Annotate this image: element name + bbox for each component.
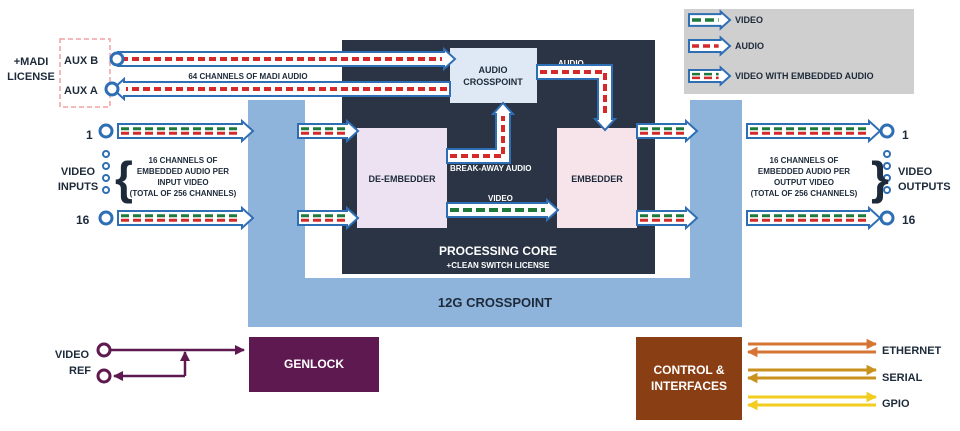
genlock-block [249,337,379,392]
input-1-connector [98,123,114,139]
input-dot-1 [102,150,110,158]
embedder-label: EMBEDDER [571,174,623,184]
madi-license-label-1: +MADI [14,56,49,68]
control-label-1: CONTROL & [653,363,724,377]
legend-embedded-label: VIDEO WITH EMBEDDED AUDIO [735,71,874,81]
ethernet-label: ETHERNET [882,345,942,357]
clean-switch-license-label: +CLEAN SWITCH LICENSE [447,261,551,270]
input-note-3: INPUT VIDEO [157,178,208,187]
de-embedder-label: DE-EMBEDDER [368,174,436,184]
output-dot-4 [883,186,891,194]
output-note-2: EMBEDDED AUDIO PER [758,167,850,176]
audio-crosspoint-block [450,48,537,103]
break-away-audio-arrow [446,101,516,164]
input-note-1: 16 CHANNELS OF [149,156,218,165]
input-16-label: 16 [76,213,90,227]
video-outputs-label-2: OUTPUTS [898,181,951,193]
input-1-label: 1 [86,128,93,142]
input-note-2: EMBEDDED AUDIO PER [137,167,229,176]
legend-audio-arrow [688,35,732,57]
output-brace: } [871,152,889,204]
output-note-4: (TOTAL OF 256 CHANNELS) [751,189,858,198]
output-dot-2 [883,162,891,170]
gpio-label: GPIO [882,398,910,410]
input-note-4: (TOTAL OF 256 CHANNELS) [130,189,237,198]
control-interfaces-block [636,337,742,420]
output-1-arrow [746,118,882,144]
output-16-label: 16 [902,213,916,227]
aux-b-connector [109,51,125,67]
break-away-audio-label: BREAK-AWAY AUDIO [450,164,532,173]
ref-connector-bottom [96,368,112,384]
audio-crosspoint-label-1: AUDIO [479,65,508,75]
output-1-label: 1 [902,128,909,142]
aux-b-label: AUX B [64,55,98,67]
output-note-1: 16 CHANNELS OF [770,156,839,165]
madi-license-label-2: LICENSE [7,71,55,83]
crosspoint-12g-block [248,100,742,327]
embedder-block [557,128,637,228]
serial-label: SERIAL [882,372,923,384]
output-16-connector [879,210,895,226]
legend-video-arrow [688,9,732,31]
aux-a-label: AUX A [64,85,98,97]
output-dot-3 [883,174,891,182]
video-ref-label-1: VIDEO [55,349,90,361]
output-16-arrow [746,205,882,231]
output-note-3: OUTPUT VIDEO [774,178,834,187]
video-inputs-label-1: VIDEO [61,166,96,178]
signal-arrows [111,46,882,231]
video-ref-label-2: REF [69,365,91,377]
de-embedder-block [357,128,447,228]
video-path-arrow [446,197,560,223]
ref-connector-top [96,342,112,358]
input-1-arrow [117,118,255,144]
crosspoint-12g-label: 12G CROSSPOINT [438,295,552,310]
audio-crosspoint-label-2: CROSSPOINT [463,77,523,87]
legend-video-label: VIDEO [735,15,763,25]
control-label-2: INTERFACES [651,379,727,393]
input-16-arrow [117,205,255,231]
crosspoint-to-de-embedder-bottom-arrow [297,205,360,231]
input-16-connector [98,210,114,226]
audio-flow-label: AUDIO [558,59,584,68]
aux-a-audio-arrow [111,76,451,102]
video-flow-label: VIDEO [488,194,513,203]
legend-audio-label: AUDIO [735,41,764,51]
video-outputs-label-1: VIDEO [898,166,933,178]
video-inputs-label-2: INPUTS [58,181,98,193]
connectors [96,51,895,384]
crosspoint-to-de-embedder-top-arrow [297,118,360,144]
input-dot-3 [102,174,110,182]
madi-channels-label: 64 CHANNELS OF MADI AUDIO [188,72,307,81]
embedder-to-crosspoint-top-arrow [636,118,699,144]
input-brace: { [115,152,133,204]
processing-core-label: PROCESSING CORE [439,244,557,258]
input-dot-2 [102,162,110,170]
aux-a-connector [104,81,120,97]
aux-b-audio-arrow [117,46,457,72]
output-dot-1 [883,150,891,158]
crosspoint-to-embedder-audio-arrow [536,64,618,132]
embedder-to-crosspoint-bottom-arrow [636,205,699,231]
legend-arrows [688,9,732,87]
genlock-label: GENLOCK [284,357,344,371]
input-dot-4 [102,186,110,194]
output-1-connector [879,123,895,139]
legend-embedded-arrow [688,65,732,87]
madi-license-box [59,38,111,108]
